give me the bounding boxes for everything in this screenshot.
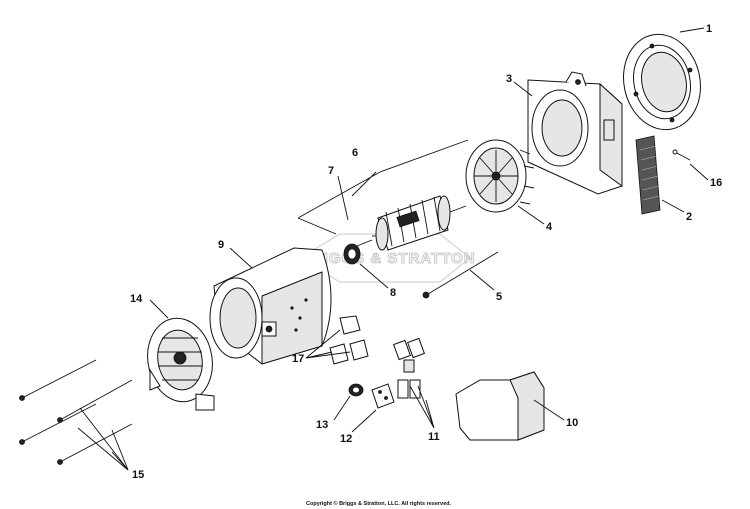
part-9-stator-housing: [209, 247, 332, 365]
callout-2: 2: [686, 211, 692, 223]
part-6-rotor-bracket: [297, 139, 469, 235]
part-2-mesh-screen: [635, 135, 661, 215]
callout-7: 7: [328, 165, 334, 177]
callout-16: 16: [710, 177, 722, 189]
part-15-tie-rods: [19, 359, 133, 471]
part-3-adapter-housing: [527, 71, 623, 195]
watermark-logo: BRIGGS & STRATTON: [298, 233, 476, 283]
callout-5: 5: [496, 291, 502, 303]
callout-14: 14: [130, 293, 143, 305]
part-17-clips: [305, 315, 369, 365]
watermark-text: BRIGGS & STRATTON: [300, 250, 476, 267]
callout-9: 9: [218, 239, 224, 251]
callout-1: 1: [706, 23, 712, 35]
part-1-end-cover: [623, 33, 701, 131]
part-13-grommet: [348, 383, 364, 397]
callout-10: 10: [566, 417, 578, 429]
callout-11: 11: [428, 431, 440, 443]
callout-12: 12: [340, 433, 352, 445]
callout-15: 15: [132, 469, 144, 481]
callout-numbers: 1 2 3 4 5 6 7 8 9 10 11 12 13 14 15 16 1…: [130, 23, 722, 481]
part-4-fan: [465, 139, 535, 213]
part-10-cover: [455, 371, 565, 441]
part-12-terminal-block: [371, 383, 395, 409]
copyright-notice: Copyright © Briggs & Stratton, LLC. All …: [306, 500, 452, 507]
part-11-components: [392, 337, 435, 429]
callout-3: 3: [506, 73, 512, 85]
part-8-bearing: [343, 243, 361, 265]
part-5-through-bolt: [422, 251, 499, 299]
part-14-end-shield: [147, 317, 215, 411]
callout-13: 13: [316, 419, 328, 431]
part-16-pin: [672, 149, 691, 161]
callout-8: 8: [390, 287, 396, 299]
leader-lines: [149, 27, 709, 433]
part-7-rotor: [351, 195, 467, 251]
callout-4: 4: [546, 221, 553, 233]
callout-17: 17: [292, 353, 304, 365]
callout-6: 6: [352, 147, 358, 159]
